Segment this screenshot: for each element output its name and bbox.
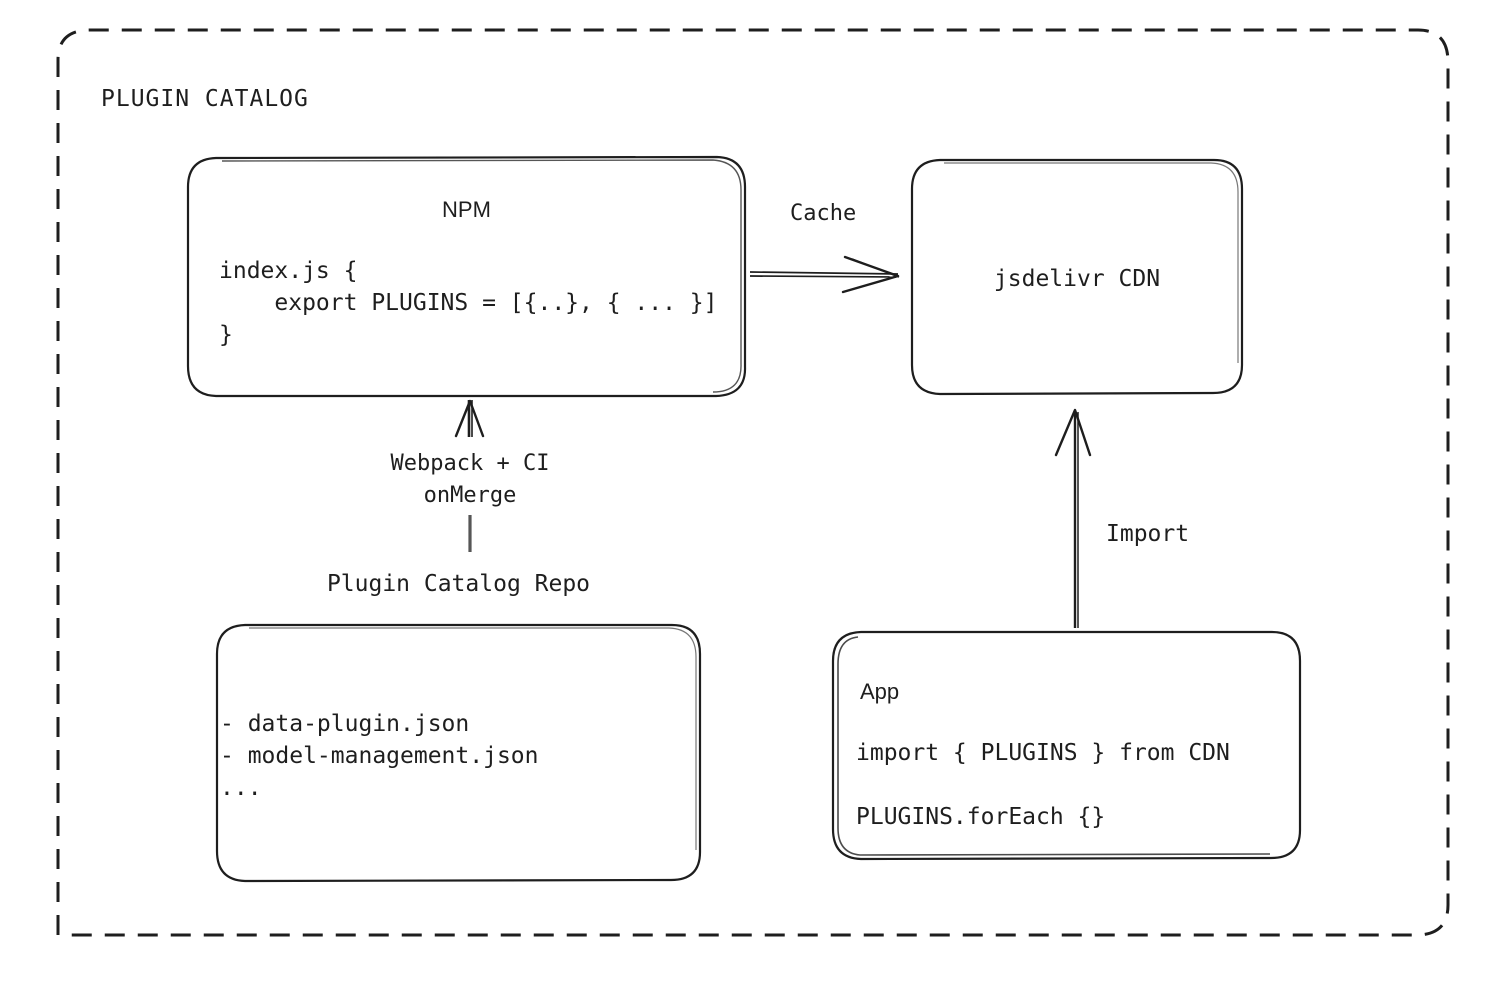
build-edge-label: Webpack + CI onMerge [390,451,550,508]
app-box-title: App [860,679,900,704]
page-title: PLUGIN CATALOG [101,86,309,112]
import-arrow [1054,408,1092,628]
app-code-import: import { PLUGINS } from CDN [856,740,1230,766]
app-code-foreach: PLUGINS.forEach {} [856,804,1106,830]
npm-code-block: index.js { export PLUGINS = [{..}, { ...… [219,258,718,348]
repo-box-title: Plugin Catalog Repo [326,571,591,597]
cdn-box-title: jsdelivr CDN [993,266,1161,292]
cache-arrow [749,255,900,294]
cache-edge-label: Cache [790,201,857,226]
import-edge-label: Import [1106,521,1190,547]
npm-box-title: NPM [442,197,491,222]
repo-file-list: - data-plugin.json - model-management.js… [220,711,539,801]
